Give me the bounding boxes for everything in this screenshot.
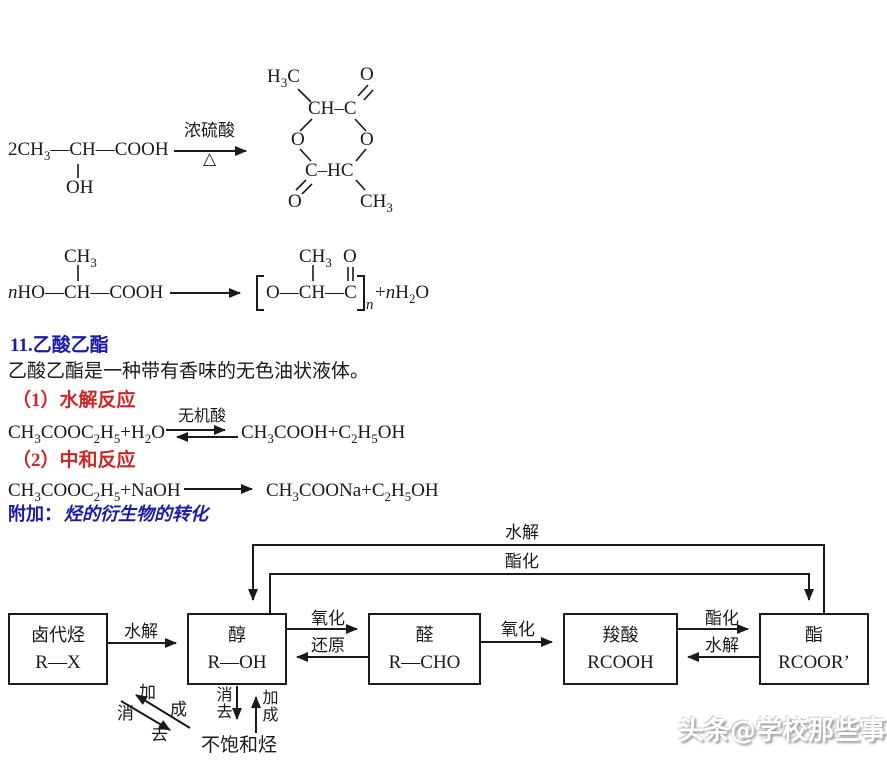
node-alcohol-name: 醇 — [228, 624, 246, 645]
label-reduction: 还原 — [311, 636, 345, 655]
r1-condition-heat: △ — [203, 149, 217, 168]
section-heading: 11.乙酸乙酯 — [10, 335, 109, 356]
r1-reactant-formula: 2CH3—CH—COOH — [8, 139, 169, 163]
ring-o-bottom: O — [288, 191, 302, 212]
label-hydrolysis-1: 水解 — [124, 622, 158, 641]
r1-oh-group: OH — [66, 177, 94, 198]
eq1-left: CH3COOC2H5+H2O — [8, 422, 165, 446]
ring-bond-ch-oleft — [299, 118, 313, 132]
node-ester-name: 酯 — [805, 624, 823, 645]
label-addition-vertical: 加成 — [262, 690, 279, 724]
subheading-neutralization: （2）中和反应 — [12, 450, 136, 471]
label-diag-qu: 去 — [151, 725, 168, 744]
eq1-condition: 无机酸 — [178, 408, 227, 425]
bracket-left — [256, 275, 264, 311]
node-aldehyde-name: 醛 — [415, 624, 434, 645]
r2-plus-water: +nH2O — [375, 282, 430, 306]
r2-product-ch3: CH3 — [299, 246, 332, 270]
node-carboxylic-acid-formula: RCOOH — [587, 652, 654, 674]
watermark-toutiao: 头条@学校那些事 — [678, 716, 887, 746]
label-esterification: 酯化 — [705, 609, 739, 628]
flow-arrows — [108, 544, 825, 733]
ring-ch-c: CH–C — [308, 98, 357, 119]
appendix-label: 附加： — [8, 504, 62, 524]
ring-dbond-bottom-2 — [301, 183, 313, 195]
bracket-right — [357, 275, 365, 311]
arrow-alcohol-to-ester-esterification — [269, 573, 814, 613]
node-haloalkane: 卤代烃 R—X — [8, 613, 108, 685]
r2-repeat-subscript: n — [366, 297, 374, 313]
node-alcohol: 醇 R—OH — [187, 613, 287, 685]
r2-reactant-formula: nHO—CH—COOH — [8, 282, 164, 303]
ring-dbond-top-2 — [363, 89, 374, 101]
ring-c-hc: C–HC — [305, 160, 354, 181]
label-elimination-vertical: 消去 — [216, 687, 233, 721]
reaction1-bonds — [77, 84, 374, 195]
ring-bond-oright-hc — [355, 148, 367, 162]
ring-dbond-bottom-1 — [295, 179, 307, 191]
ring-o-right: O — [360, 129, 374, 150]
label-oxidation-2: 氧化 — [501, 620, 535, 639]
node-aldehyde: 醛 R—CHO — [368, 613, 481, 685]
arrow-diagonal-addition — [135, 694, 191, 729]
label-oxidation-1: 氧化 — [311, 609, 345, 628]
subheading-hydrolysis: （1）水解反应 — [12, 390, 136, 411]
node-ester-formula: RCOOR’ — [778, 652, 850, 674]
eq1-right: CH3COOH+C2H5OH — [241, 422, 406, 446]
label-diag-jia: 加 — [139, 683, 156, 702]
label-top-esterification: 酯化 — [505, 552, 539, 571]
ring-dbond-top-1 — [357, 84, 369, 97]
label-unsaturated-hydrocarbon: 不饱和烃 — [201, 735, 278, 756]
equation-arrows — [166, 425, 253, 494]
ring-bond-c-oright — [354, 118, 367, 132]
r2-ch3-above: CH3 — [64, 246, 97, 270]
r1-condition-acid: 浓硫酸 — [184, 121, 235, 140]
section-description: 乙酸乙酯是一种带有香味的无色油状液体。 — [8, 361, 370, 382]
node-carboxylic-acid: 羧酸 RCOOH — [563, 613, 678, 685]
ring-bond-hc-ch3 — [355, 179, 366, 191]
ring-bond-oleft-c — [299, 148, 312, 162]
label-hydrolysis-2: 水解 — [705, 636, 739, 655]
ring-o-top: O — [360, 64, 374, 85]
ring-bond-h3c-ch — [297, 88, 312, 103]
r2-product-chain: O—CH—C — [266, 282, 357, 303]
label-diag-cheng: 成 — [170, 700, 187, 719]
ring-h3c: H3C — [267, 66, 300, 90]
label-diag-xiao: 消 — [117, 704, 134, 723]
node-carboxylic-acid-name: 羧酸 — [602, 624, 639, 645]
node-haloalkane-name: 卤代烃 — [31, 624, 85, 645]
arrow-ester-to-alcohol-hydrolysis — [248, 544, 825, 613]
label-top-hydrolysis: 水解 — [505, 523, 539, 542]
node-alcohol-formula: R—OH — [207, 652, 267, 674]
appendix-title: 烃的衍生物的转化 — [64, 504, 208, 524]
ring-o-left: O — [291, 129, 305, 150]
eq2-left: CH3COOC2H5+NaOH — [8, 480, 181, 504]
node-ester: 酯 RCOOR’ — [759, 613, 869, 685]
eq2-right: CH3COONa+C2H5OH — [266, 480, 439, 504]
r2-product-o: O — [343, 246, 357, 267]
reaction2-bonds — [77, 265, 354, 281]
node-aldehyde-formula: R—CHO — [388, 652, 461, 674]
ring-ch3: CH3 — [360, 191, 393, 215]
arrow-diagonal-elimination — [120, 700, 171, 731]
node-haloalkane-formula: R—X — [35, 652, 81, 674]
